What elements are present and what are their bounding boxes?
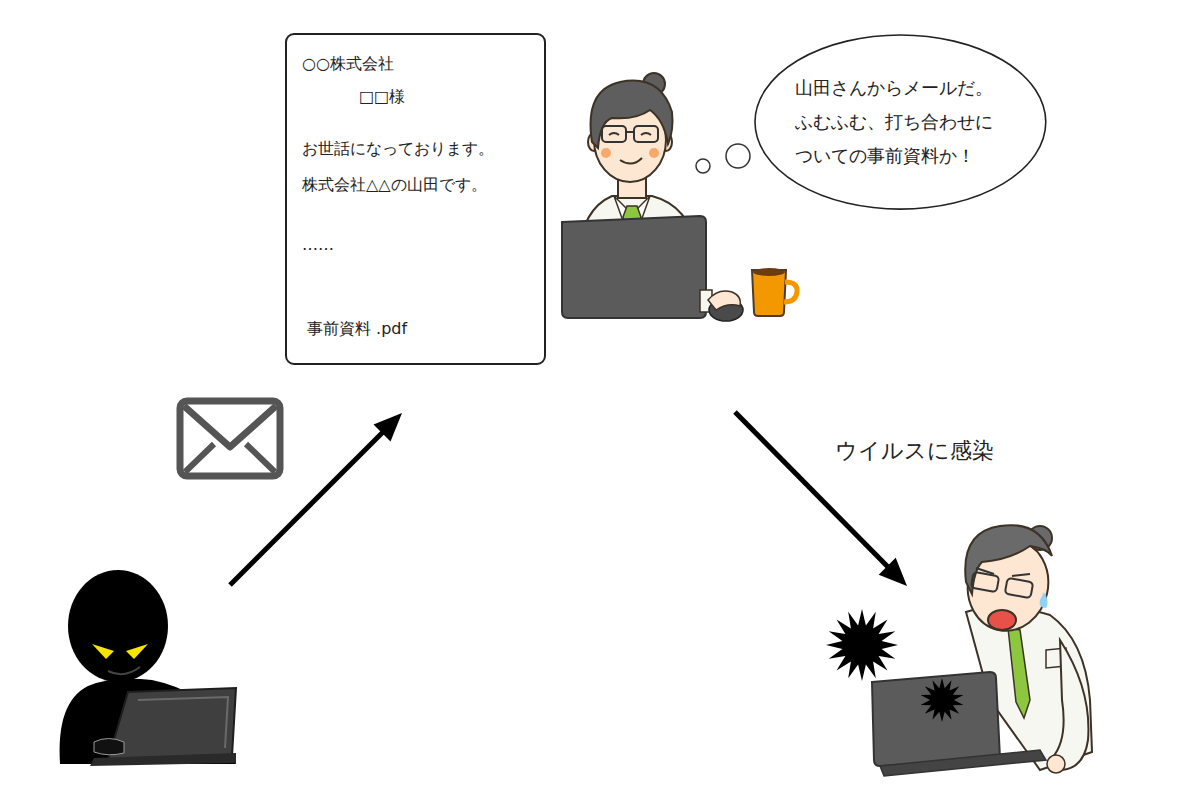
flow-arrow: [230, 413, 402, 585]
office-worker-figure: [620, 158, 642, 164]
office-worker-figure: [708, 291, 740, 310]
attacker-silhouette: [60, 679, 236, 764]
attacker-silhouette: [108, 688, 236, 760]
virus-burst: [826, 609, 898, 681]
office-worker-figure: [649, 148, 659, 158]
virus-burst: [921, 678, 964, 722]
office-worker-figure: [626, 131, 634, 133]
attacker-silhouette: [68, 570, 168, 682]
email-ellipsis: ……: [302, 233, 334, 257]
infected-worker-figure: [971, 572, 999, 592]
envelope-icon: [184, 406, 276, 447]
attacker-silhouette: [138, 697, 228, 748]
email-body: お世話になっております。 株式会社△△の山田です。: [302, 131, 517, 203]
thought-dots: [696, 159, 710, 173]
infected-worker-figure: [1008, 628, 1030, 718]
envelope-icon: [180, 401, 280, 476]
recipient-name: □□様: [359, 85, 405, 109]
flow-arrow: [230, 431, 384, 585]
attacker-silhouette: [126, 644, 148, 659]
infected-worker-figure: [1052, 640, 1088, 770]
thought-text: 山田さんからメールだ。 ふむふむ、打ち合わせに ついての事前資料か！: [795, 71, 1005, 173]
company-name: ○○株式会社: [302, 52, 394, 76]
office-worker-figure: [601, 148, 611, 158]
thought-dots: [696, 144, 750, 173]
infection-label: ウイルスに感染: [835, 436, 994, 466]
thought-dots: [726, 144, 750, 168]
infected-worker-figure: [1047, 755, 1065, 773]
infected-worker-figure: [1005, 578, 1033, 598]
office-worker-figure: [752, 270, 786, 316]
envelope-icon: [180, 401, 280, 476]
envelope-icon: [185, 444, 275, 472]
attacker-silhouette: [108, 667, 140, 674]
attachment-name: 事前資料 .pdf: [307, 317, 407, 341]
flow-arrow: [374, 413, 403, 442]
virus-burst: [826, 609, 963, 722]
office-worker-figure: [609, 133, 651, 135]
office-worker-figure: [591, 81, 673, 148]
email-box: ○○株式会社 □□様お世話になっております。 株式会社△△の山田です。 …… 事前資料…: [285, 33, 546, 365]
infected-worker-figure: [965, 525, 1052, 594]
infected-worker-figure: [988, 610, 1016, 630]
infected-worker-figure: [1040, 592, 1048, 608]
attacker-silhouette: [60, 570, 236, 766]
flow-arrow: [735, 412, 889, 568]
infected-worker-figure: [976, 568, 1030, 576]
thought-bubble: 山田さんからメールだ。 ふむふむ、打ち合わせに ついての事前資料か！: [754, 34, 1047, 210]
bubble-outline: [755, 35, 1046, 209]
infected-worker-figure: [872, 672, 1000, 766]
office-worker-figure: [562, 216, 706, 318]
office-worker-figure: [753, 268, 785, 276]
office-worker-figure: [784, 282, 797, 302]
flow-arrow: [879, 558, 907, 586]
attacker-silhouette: [92, 644, 114, 659]
attacker-silhouette: [94, 739, 124, 755]
infected-worker-figure: [880, 750, 1046, 776]
infected-worker-figure: [872, 525, 1092, 776]
